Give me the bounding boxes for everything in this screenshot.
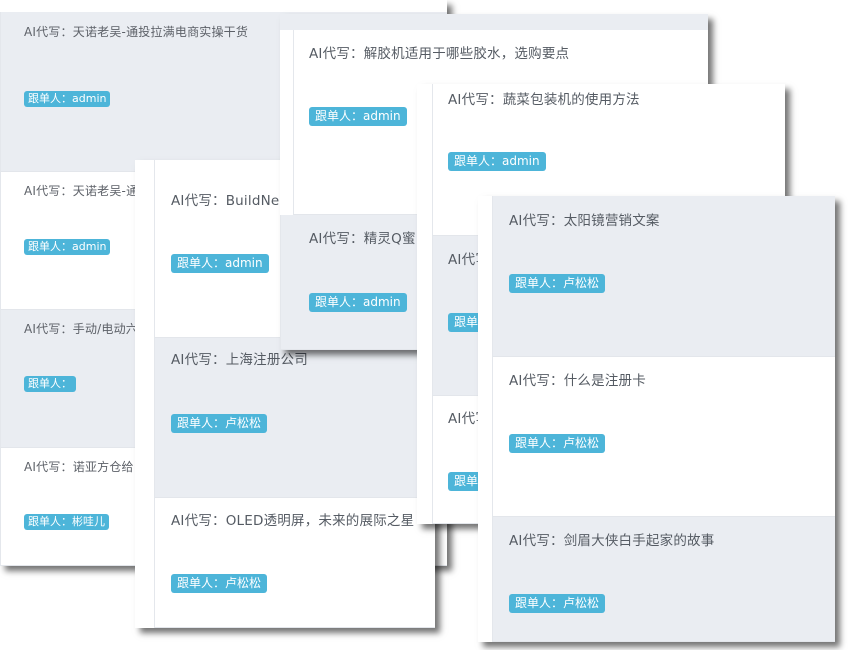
assignee-badge: 跟单人：卢松松: [171, 574, 268, 593]
assignee-badge: 跟单人：卢松松: [509, 434, 606, 453]
assignee-badge: 跟单人：卢松松: [171, 414, 268, 433]
item-title[interactable]: AI代写：精灵Q蜜: [309, 231, 416, 247]
assignee-badge: 跟单: [448, 472, 485, 491]
item-title[interactable]: AI代写：天诺老吴-通投拉满电商实操干货: [24, 25, 249, 39]
assignee-badge: 跟单: [448, 313, 485, 332]
item-title[interactable]: AI代写：剑眉大侠白手起家的故事: [509, 533, 715, 549]
item-title[interactable]: AI代写：OLED透明屏，未来的展际之星: [171, 513, 415, 529]
assignee-badge: 跟单人：卢松松: [509, 594, 606, 613]
item-title[interactable]: AI代写：解胶机适用于哪些胶水，选购要点: [309, 46, 570, 62]
assignee-badge: 跟单人：卢松松: [509, 274, 606, 293]
assignee-badge: 跟单人：admin: [309, 107, 407, 126]
item-title[interactable]: AI代写：什么是注册卡: [509, 373, 646, 389]
list-item[interactable]: AI代写：OLED透明屏，未来的展际之星 跟单人：卢松松: [154, 498, 435, 628]
assignee-badge: 跟单人：admin: [24, 239, 111, 255]
list-item[interactable]: AI代写：太阳镜营销文案 跟单人：卢松松: [492, 196, 835, 357]
item-title[interactable]: AI代写：上海注册公司: [171, 352, 308, 368]
item-title[interactable]: AI代写：太阳镜营销文案: [509, 213, 660, 229]
list-item[interactable]: AI代写：上海注册公司 跟单人：卢松松: [154, 338, 435, 498]
list-item[interactable]: AI代写：剑眉大侠白手起家的故事 跟单人：卢松松: [492, 517, 835, 642]
item-title[interactable]: AI代写：BuildNe: [171, 193, 280, 209]
card-panel-5: AI代写：太阳镜营销文案 跟单人：卢松松 AI代写：什么是注册卡 跟单人：卢松松…: [478, 196, 835, 642]
assignee-badge: 跟单人：彬哇儿: [24, 514, 109, 530]
panel-header-strip: [280, 14, 708, 30]
assignee-badge: 跟单人：admin: [24, 91, 111, 107]
list-item[interactable]: AI代写：什么是注册卡 跟单人：卢松松: [492, 357, 835, 517]
assignee-badge: 跟单人：admin: [448, 152, 546, 171]
item-title[interactable]: AI代写：天诺老吴-通: [24, 184, 139, 198]
assignee-badge: 跟单人：: [24, 376, 76, 392]
assignee-badge: 跟单人：admin: [171, 254, 269, 273]
assignee-badge: 跟单人：admin: [309, 293, 407, 312]
item-title[interactable]: AI代写：手动/电动六: [24, 322, 138, 336]
item-title[interactable]: AI代写：蔬菜包装机的使用方法: [448, 92, 640, 108]
item-title[interactable]: AI代写：诺亚方仓给: [24, 460, 134, 474]
